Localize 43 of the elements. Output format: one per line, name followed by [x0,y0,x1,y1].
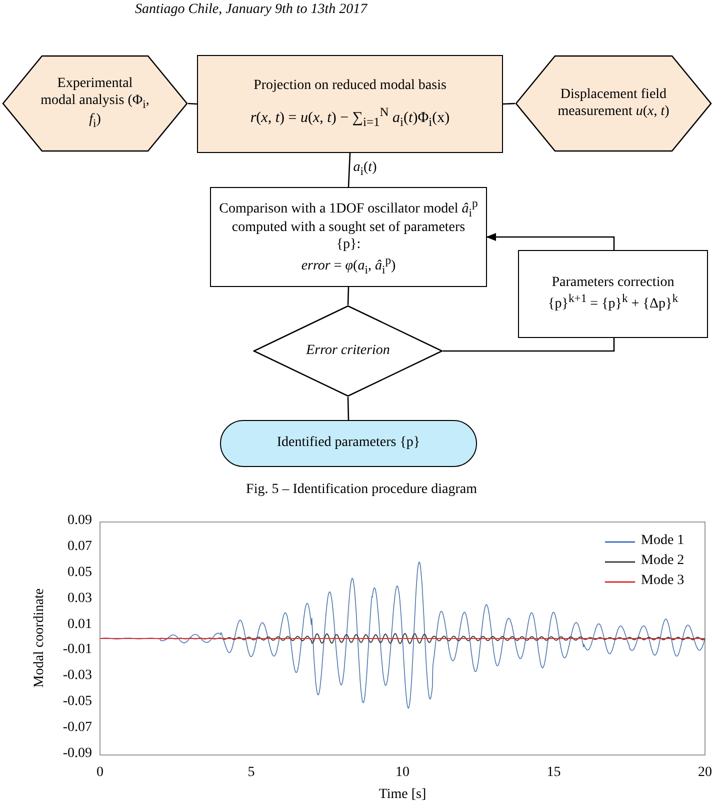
tick-label: 10 [394,765,410,781]
formula-text: {p}$^{k+1}$ = {p}$^{k}$ + {Δp}$^{k}$ [548,292,678,314]
node-text: Projection on reduced modal basis [254,78,446,95]
legend-text: Mode 2 [641,553,684,569]
header-text: Santiago Chile, January 9th to 13th 2017 [135,2,368,18]
tick-label: -0.07 [62,720,92,736]
terminal-box [220,420,477,467]
tick-label: 15 [546,765,562,781]
arrow [486,233,615,250]
node-text: Error criterion [306,342,390,360]
tick-label: 0 [96,765,104,781]
node-text: Displacement field measurement u(x, t) [556,86,670,120]
tick-label: -0.05 [62,694,92,710]
connector-line [347,396,350,420]
tick-label: -0.09 [62,746,92,762]
process-box [197,55,503,153]
tick-label: 0.07 [68,538,92,555]
tick-label: 0.01 [68,616,92,633]
legend-text: Mode 3 [641,573,684,589]
tick-label: 0.09 [68,513,92,529]
axis-title: Time [s] [378,787,428,803]
connector-line [443,338,615,352]
process-box [518,250,708,338]
axis-title: Modal coordinate [32,586,48,690]
formula-text: r(x, t) = u(x, t) − ∑$_{i=1}$$^{N}$ a$_{i}$(t)Φ$_{i}$(x) [250,104,450,130]
tick-label: 5 [246,765,256,781]
node-text: Experimental modal analysis (Φ$_{i}$, f$_{i}$) [40,76,150,131]
tick-label: 0.05 [68,564,92,581]
tick-label: 0.03 [68,590,92,607]
legend-text: Mode 1 [641,533,684,549]
connector-line [188,102,198,105]
connector-line [502,102,516,105]
edge-label: a$_{i}$(t) [353,160,377,178]
node-text: Parameters correction [552,274,674,292]
formula-text: error = φ(a$_{i}$, â$_{i}$$^{p}$) [301,254,396,278]
connector-line [347,286,350,306]
tick-label: 20 [697,765,713,781]
process-box [210,187,487,287]
tick-label: -0.03 [62,668,92,684]
node-text: Identified parameters {p} [276,435,420,452]
figure-caption: Fig. 5 – Identification procedure diagram [245,482,478,498]
tick-label: -0.01 [62,642,92,658]
connector-line [348,152,351,188]
